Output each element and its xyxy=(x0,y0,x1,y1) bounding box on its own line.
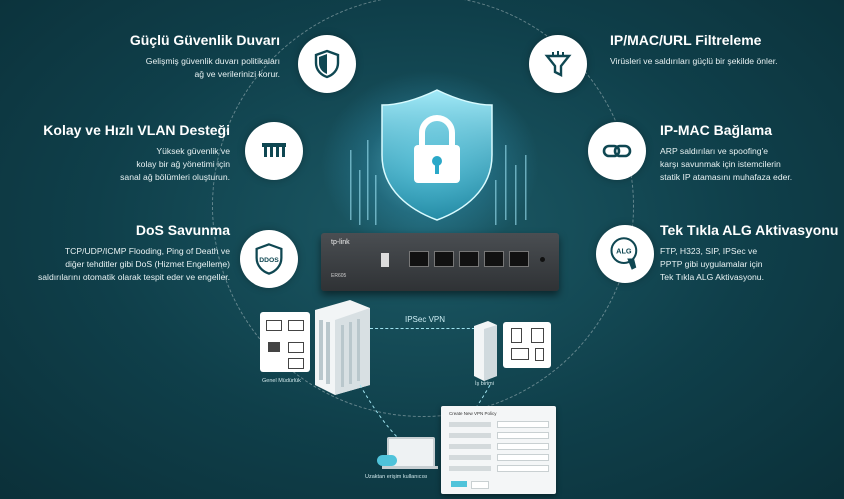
feature-desc: Virüsleri ve saldırıları güçlü bir şekil… xyxy=(610,56,778,66)
form-label xyxy=(449,466,491,471)
remote-label: Uzaktan erişim kullanıcısı xyxy=(365,474,428,480)
form-field xyxy=(497,421,549,428)
ethernet-port xyxy=(459,251,479,267)
filter-icon xyxy=(544,51,572,77)
feature-title: Tek Tıkla ALG Aktivasyonu xyxy=(660,222,839,238)
form-label xyxy=(449,422,491,427)
hq-building-icon xyxy=(315,300,370,395)
router-device: tp-link ER605 xyxy=(321,233,559,291)
svg-text:DDOS: DDOS xyxy=(259,257,279,264)
branch-building-icon xyxy=(474,321,497,381)
dashed-orbit xyxy=(212,0,634,417)
branch-devices-card xyxy=(503,322,551,368)
ok-button[interactable] xyxy=(451,481,467,487)
laptop-icon xyxy=(511,348,529,360)
firewall-icon-circle xyxy=(298,35,356,93)
feature-title: DoS Savunma xyxy=(135,222,230,238)
alg-icon-circle: ALG xyxy=(596,225,654,283)
form-label xyxy=(449,455,491,460)
feature-firewall: Güçlü Güvenlik Duvarı Gelişmiş güvenlik … xyxy=(40,32,280,81)
laptop-icon xyxy=(288,358,304,369)
data-stream-graphic xyxy=(350,140,527,225)
dos-icon-circle: DDOS xyxy=(240,230,298,288)
branch-label: İş birimi xyxy=(475,381,494,387)
form-field xyxy=(497,454,549,461)
monitor-icon xyxy=(288,320,304,331)
window-title: Create New VPN Policy xyxy=(449,411,497,416)
vpn-policy-window: Create New VPN Policy xyxy=(441,406,556,494)
form-label xyxy=(449,444,491,449)
ipmac-icon-circle xyxy=(588,122,646,180)
usb-port xyxy=(381,253,389,267)
feature-title: Güçlü Güvenlik Duvarı xyxy=(129,32,280,48)
lock-shield-icon xyxy=(381,89,493,221)
form-label xyxy=(449,433,491,438)
filter-icon-circle xyxy=(529,35,587,93)
router-model: ER605 xyxy=(331,273,347,279)
laptop-icon xyxy=(288,342,304,353)
printer-icon xyxy=(268,342,280,352)
feature-vlan: Kolay ve Hızlı VLAN Desteği Yüksek güven… xyxy=(0,122,230,184)
reset-button xyxy=(540,257,545,262)
link-icon xyxy=(602,144,632,158)
cloud-icon xyxy=(377,455,397,466)
form-field xyxy=(497,443,549,450)
network-icon xyxy=(262,143,286,157)
vlan-icon-circle xyxy=(245,122,303,180)
ethernet-port xyxy=(509,251,529,267)
feature-dos: DoS Savunma TCP/UDP/ICMP Flooding, Ping … xyxy=(0,222,230,284)
feature-filter: IP/MAC/URL Filtreleme Virüsleri ve saldı… xyxy=(610,32,835,68)
shield-icon xyxy=(314,49,340,79)
ethernet-port xyxy=(484,251,504,267)
monitor-icon xyxy=(266,320,282,331)
hq-devices-card xyxy=(260,312,310,372)
svg-text:ALG: ALG xyxy=(616,246,632,255)
alg-icon: ALG xyxy=(610,237,638,270)
ddos-icon: DDOS xyxy=(255,243,283,275)
vpn-tunnel-line xyxy=(370,328,480,329)
tablet-icon xyxy=(531,328,544,343)
form-field xyxy=(497,432,549,439)
router-brand: tp-link xyxy=(331,239,350,246)
form-field xyxy=(497,465,549,472)
cancel-button[interactable] xyxy=(471,481,489,489)
phone-icon xyxy=(511,328,522,343)
feature-title: IP/MAC/URL Filtreleme xyxy=(610,32,762,48)
hq-label: Genel Müdürlük xyxy=(262,378,301,384)
feature-alg: Tek Tıkla ALG Aktivasyonu FTP, H323, SIP… xyxy=(660,222,840,284)
laptop-base xyxy=(382,466,438,469)
feature-ipmac: IP-MAC Bağlama ARP saldırıları ve spoofi… xyxy=(660,122,840,184)
ethernet-port xyxy=(434,251,454,267)
feature-title: IP-MAC Bağlama xyxy=(660,122,773,138)
feature-title: Kolay ve Hızlı VLAN Desteği xyxy=(43,122,230,138)
ethernet-port xyxy=(409,251,429,267)
vpn-label: IPSec VPN xyxy=(405,315,446,324)
phone-icon xyxy=(535,348,544,361)
